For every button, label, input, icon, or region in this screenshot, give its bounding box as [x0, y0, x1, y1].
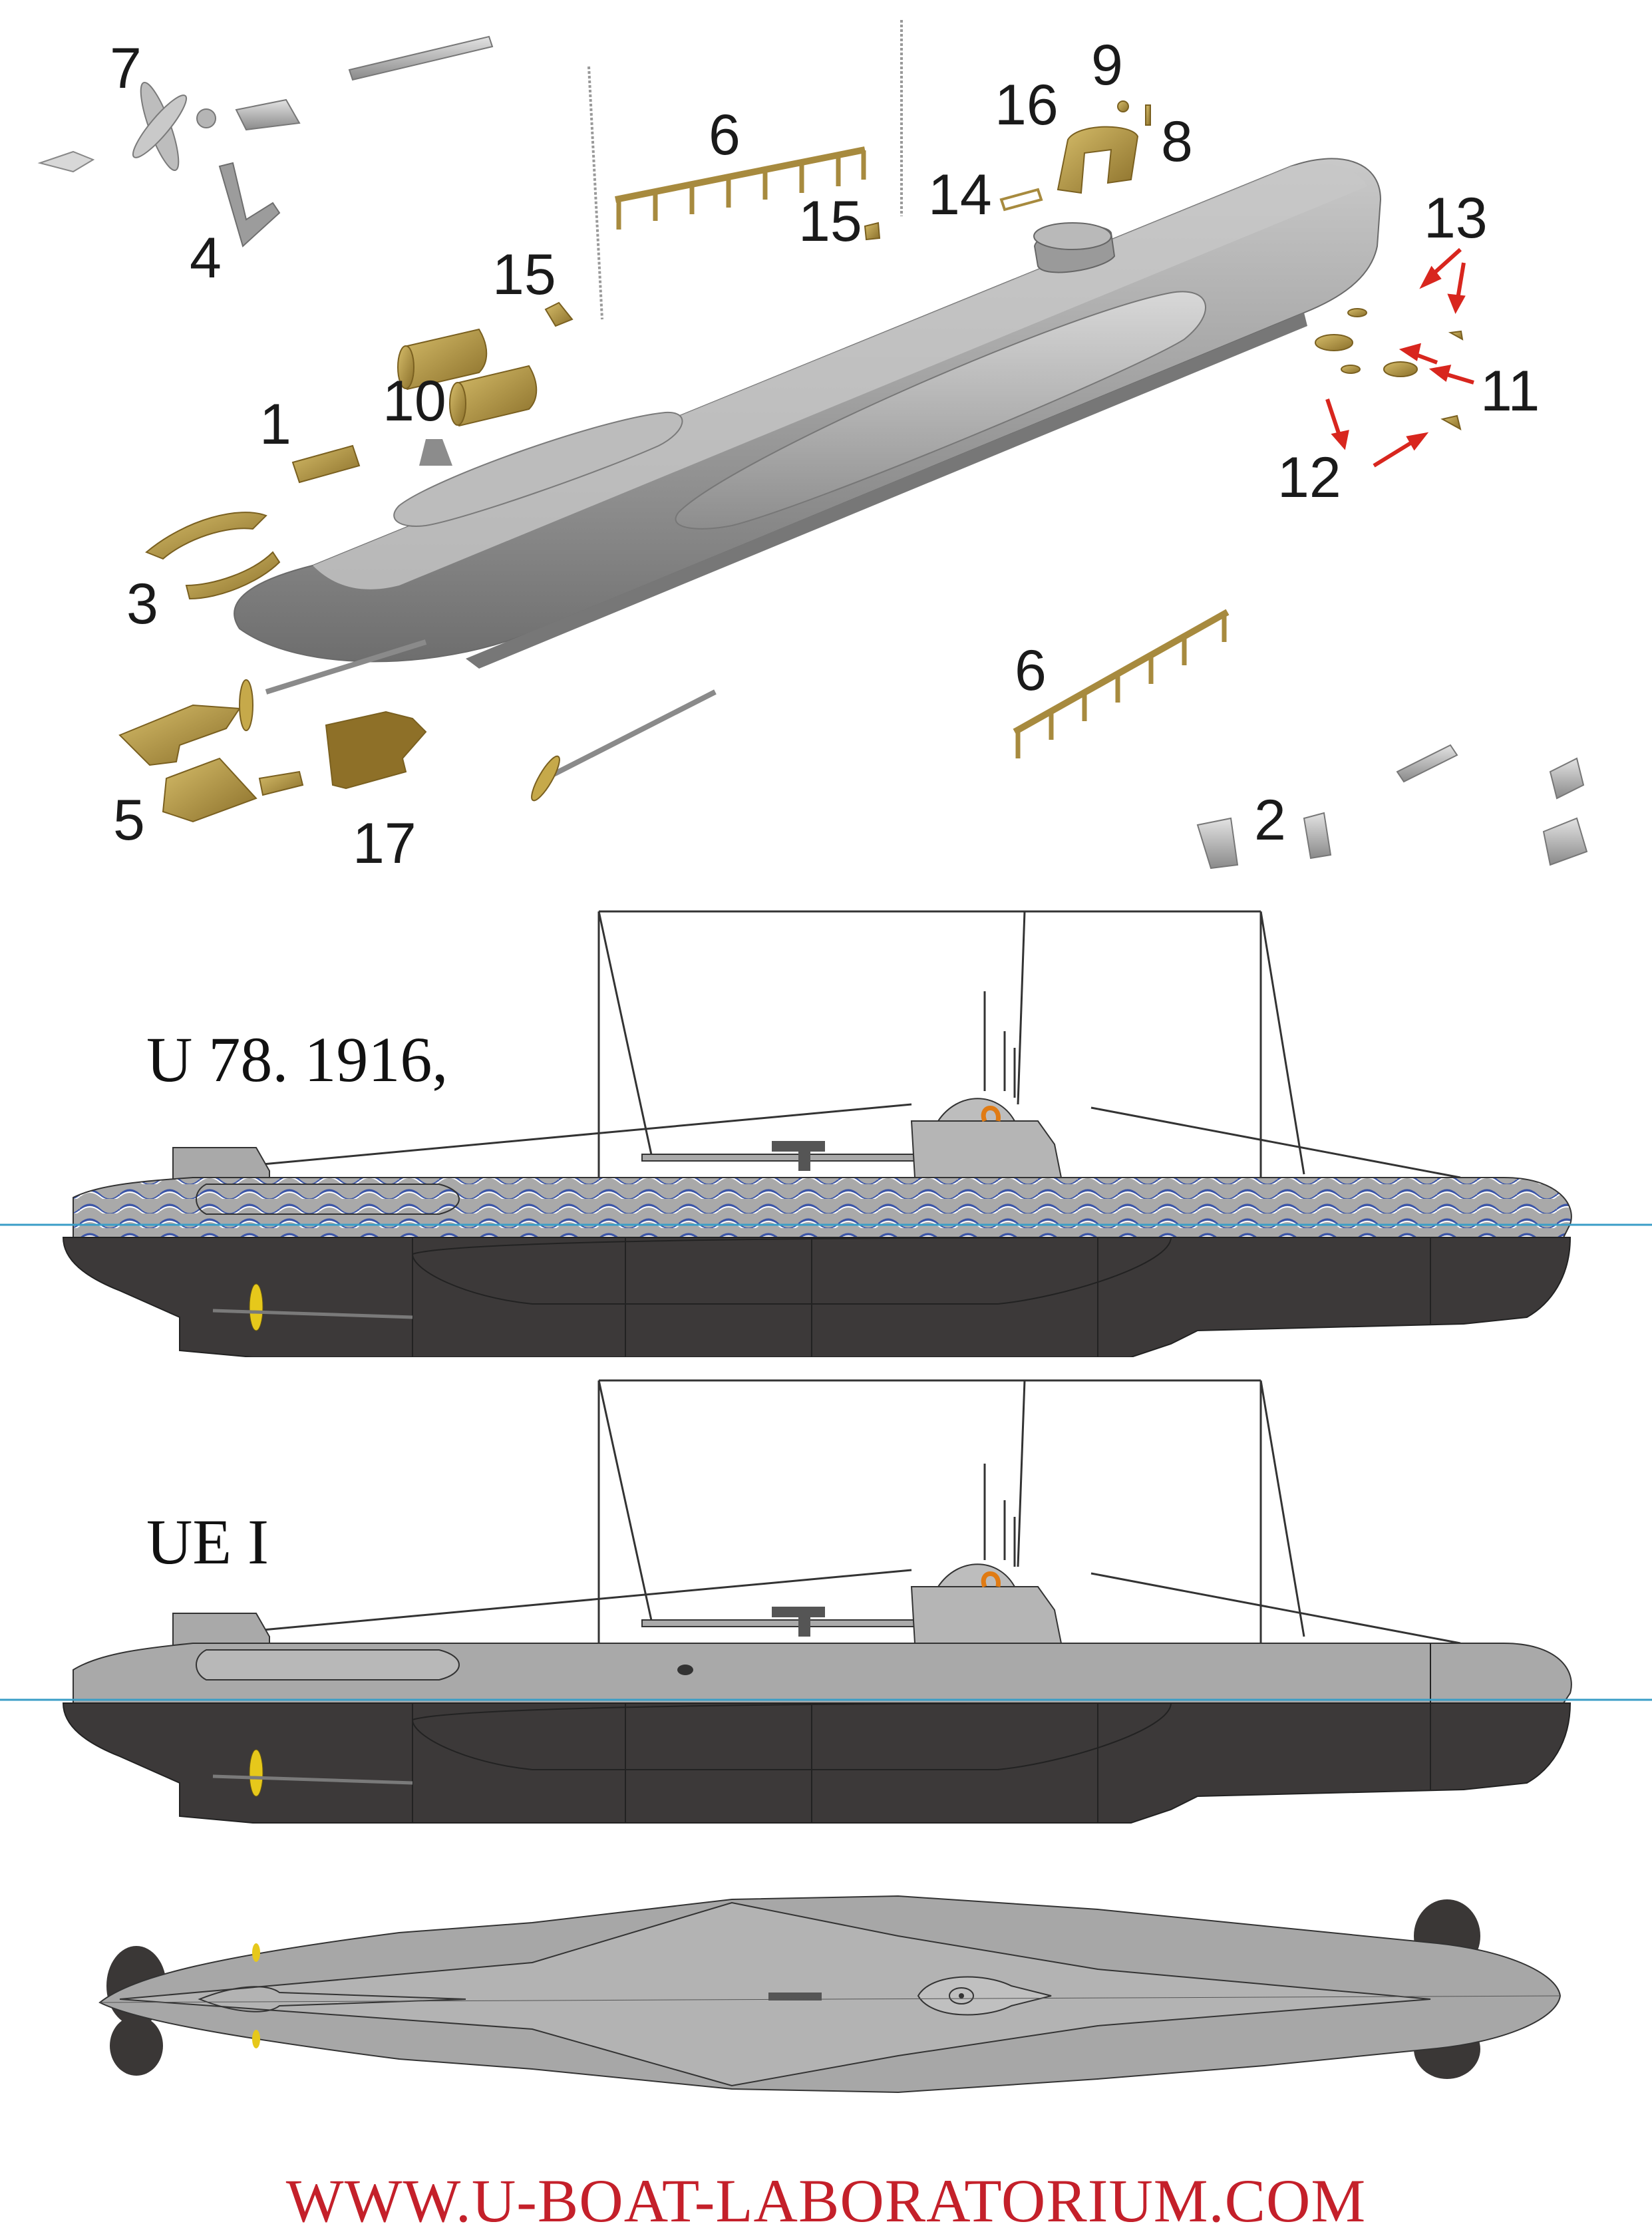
website-footer[interactable]: WWW.U-BOAT-LABORATORIUM.COM — [285, 2167, 1367, 2235]
part-label-6-top: 6 — [709, 103, 741, 167]
part-label-3: 3 — [126, 572, 158, 636]
part-label-9: 9 — [1091, 33, 1123, 97]
propeller-part — [37, 35, 494, 247]
antenna-wire-left — [587, 66, 603, 320]
profile-ue1 — [0, 1379, 1652, 1824]
part-label-5: 5 — [113, 788, 145, 852]
railing-part-top — [615, 146, 866, 203]
railing-stanchions-bottom — [1015, 615, 1227, 758]
part-label-8: 8 — [1161, 110, 1193, 174]
shaft-assemblies — [239, 639, 717, 802]
part-label-2: 2 — [1254, 788, 1286, 852]
profile-u78 — [0, 910, 1652, 1357]
variant-title-ue1: UE I — [146, 1506, 269, 1577]
railing-stanchions-top — [616, 150, 866, 230]
exploded-view — [37, 20, 1588, 870]
part-label-11: 11 — [1480, 359, 1540, 423]
plan-view — [98, 1895, 1562, 2094]
part-label-12: 12 — [1277, 446, 1341, 510]
part-label-4: 4 — [190, 226, 222, 290]
part-label-16: 16 — [995, 73, 1059, 137]
variant-title-u78: U 78. 1916, — [146, 1024, 448, 1095]
part-label-6-bottom: 6 — [1015, 639, 1047, 703]
part-label-7: 7 — [110, 37, 142, 100]
part-label-15-right: 15 — [798, 190, 862, 253]
part-label-1: 1 — [259, 393, 291, 456]
railing-part-bottom — [1013, 609, 1230, 735]
part-label-13: 13 — [1424, 186, 1488, 250]
part-label-17: 17 — [353, 812, 416, 876]
red-arrows — [1325, 247, 1474, 468]
part-label-14: 14 — [928, 163, 992, 227]
gun-parts — [1196, 744, 1588, 870]
brass-parts — [118, 100, 1464, 823]
hull-render — [234, 158, 1382, 669]
part-label-15-left: 15 — [492, 243, 556, 307]
part-label-10: 10 — [383, 369, 446, 433]
